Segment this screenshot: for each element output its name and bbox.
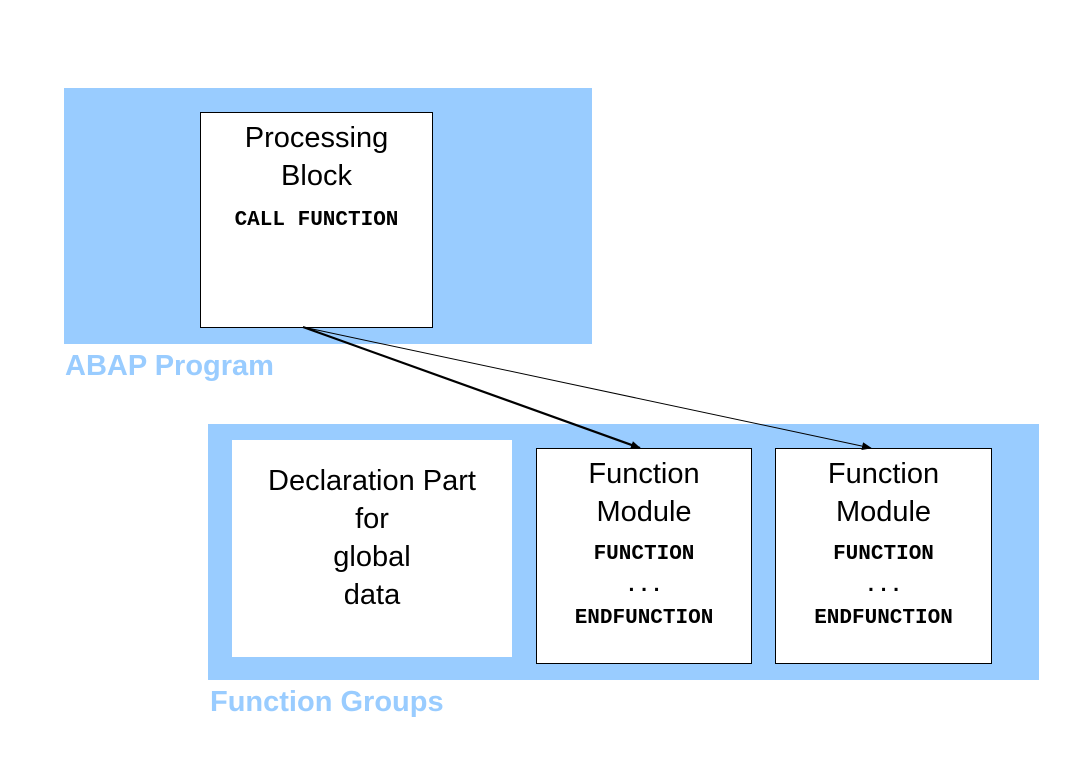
declaration-line-1: Declaration Part [268, 465, 476, 497]
declaration-line-4: data [343, 579, 401, 611]
function-code-start: FUNCTION [833, 543, 934, 566]
function-module-2: Function Module FUNCTION ... ENDFUNCTION [775, 448, 992, 664]
function-code-ellipsis: ... [864, 575, 903, 598]
function-code-ellipsis: ... [625, 575, 663, 598]
function-code-end: ENDFUNCTION [814, 607, 953, 630]
function-module-1: Function Module FUNCTION ... ENDFUNCTION [536, 448, 752, 664]
function-module-title-1: Function [827, 458, 940, 490]
function-module-title-2: Module [835, 496, 932, 528]
function-groups-label: Function Groups [210, 686, 444, 718]
processing-block-title-2: Block [281, 160, 352, 192]
function-code-end: ENDFUNCTION [574, 607, 714, 630]
arrow-to-module-2 [302, 326, 872, 451]
call-function-code: CALL FUNCTION [234, 209, 399, 232]
declaration-line-3: global [333, 541, 411, 573]
function-module-title-1: Function [588, 458, 700, 490]
abap-program-label: ABAP Program [65, 350, 274, 382]
processing-block: Processing Block CALL FUNCTION [200, 112, 433, 328]
function-code-start: FUNCTION [593, 543, 695, 566]
function-module-title-2: Module [596, 496, 692, 528]
declaration-part-box: Declaration Part for global data [232, 440, 512, 657]
arrow-to-module-1 [302, 325, 641, 450]
declaration-line-2: for [355, 503, 389, 535]
processing-block-title-1: Processing [244, 122, 389, 154]
